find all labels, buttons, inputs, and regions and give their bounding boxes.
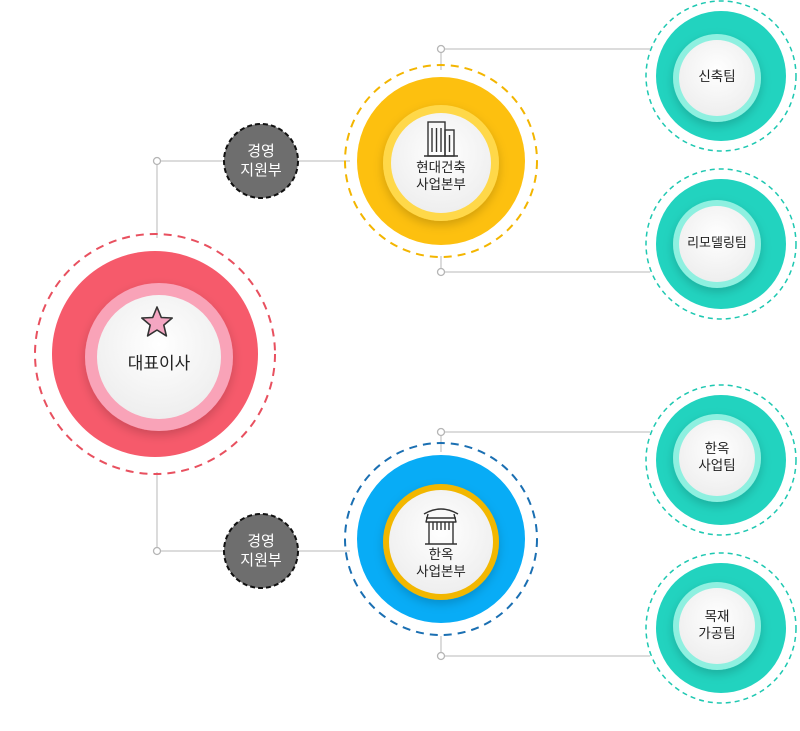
team-3-label-line: 사업팀 [698, 458, 736, 474]
hanok-gate-icon [423, 508, 459, 545]
star-icon [141, 306, 173, 337]
team-4-label-line: 목재 [704, 608, 730, 625]
division-2-label: 한옥 사업본부 [396, 544, 486, 584]
team-1-label: 신축팀 [677, 66, 757, 90]
connector-dot [436, 651, 446, 661]
connector-division-2-to-team-4 [440, 636, 650, 657]
team-4-label: 목재 가공팀 [677, 606, 757, 646]
team-3-label-line: 한옥 [704, 440, 730, 457]
team-node-3 [645, 384, 797, 536]
support-2-label-line: 경영 [247, 531, 275, 550]
division-1-inner-disc [391, 113, 491, 213]
division-node-2 [344, 442, 538, 636]
connector-dots [152, 44, 446, 661]
team-node-4 [645, 552, 797, 704]
support-1-label-line: 지원부 [240, 161, 282, 179]
support-1-label-line: 경영 [247, 141, 275, 160]
connector-root-to-support-1 [156, 160, 224, 238]
division-2-inner-disc [389, 490, 493, 594]
connector-division-1-to-team-1 [440, 48, 650, 70]
connector-dot [152, 156, 162, 166]
team-3-label: 한옥 사업팀 [677, 438, 757, 478]
division-node-1 [344, 64, 538, 258]
root-node [34, 233, 276, 475]
division-2-label-line: 한옥 [428, 546, 454, 563]
support-badge-1 [223, 123, 299, 199]
division-1-label-line: 현대건축 [416, 159, 466, 176]
support-2-label: 경영 지원부 [224, 529, 298, 573]
connector-division-1-to-team-2 [440, 256, 650, 273]
team-2-label-line: 리모델링팀 [687, 235, 747, 251]
connector-dot [436, 267, 446, 277]
connector-root-to-support-2 [156, 472, 224, 552]
root-label: 대표이사 [99, 350, 219, 380]
root-inner-disc [97, 295, 221, 419]
support-badge-2 [223, 513, 299, 589]
division-1-label-line: 사업본부 [416, 177, 466, 193]
connector-dot [436, 44, 446, 54]
team-2-label: 리모델링팀 [672, 232, 762, 256]
connector-dot [436, 427, 446, 437]
team-node-2 [645, 168, 797, 320]
division-2-label-line: 사업본부 [416, 564, 466, 580]
support-2-label-line: 지원부 [240, 551, 282, 569]
team-4-label-line: 가공팀 [698, 626, 736, 642]
division-2-dashed-ring [344, 442, 538, 636]
root-label-text: 대표이사 [127, 354, 191, 375]
office-building-icon [424, 121, 458, 157]
team-1-label-line: 신축팀 [698, 69, 736, 86]
support-1-label: 경영 지원부 [224, 139, 298, 183]
root-dashed-ring [34, 233, 276, 475]
division-1-label: 현대건축 사업본부 [396, 157, 486, 197]
team-node-1 [645, 0, 797, 152]
connector-dot [152, 546, 162, 556]
division-1-dashed-ring [344, 64, 538, 258]
